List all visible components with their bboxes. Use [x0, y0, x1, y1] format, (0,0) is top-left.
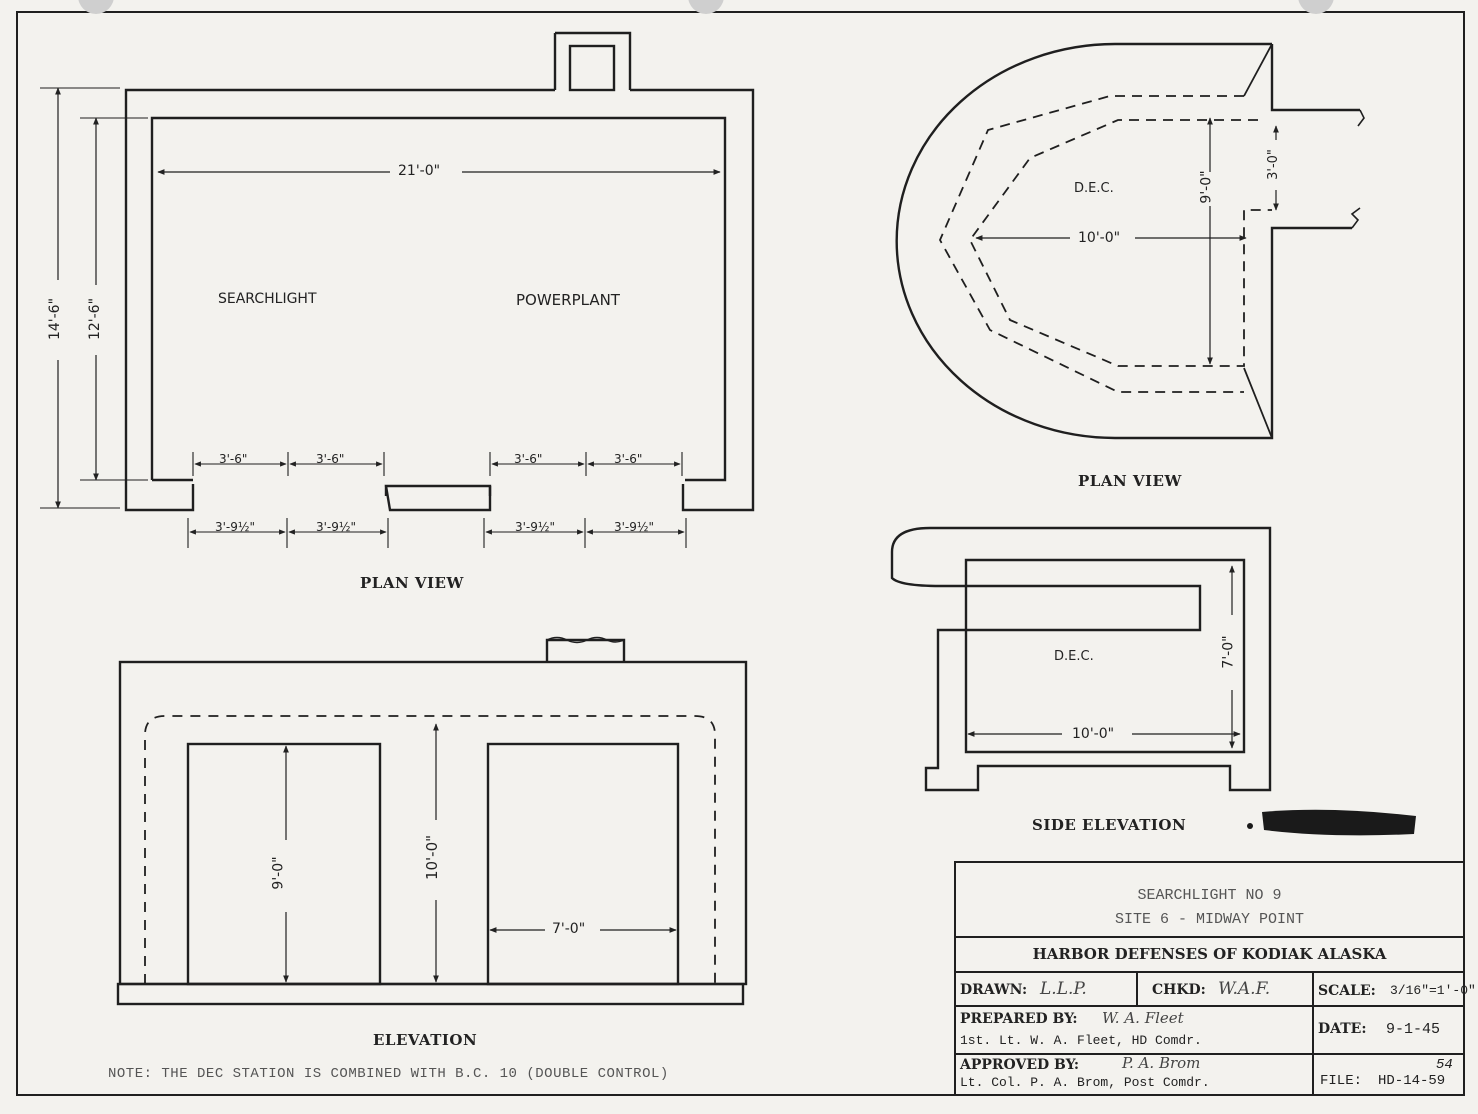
dim-door-outer-3: 3'-9½" — [515, 520, 556, 534]
plan-view-left-title: PLAN VIEW — [360, 574, 464, 592]
approved-name: Lt. Col. P. A. Brom, Post Comdr. — [960, 1075, 1210, 1090]
plan-view-dec-title: PLAN VIEW — [1078, 472, 1182, 490]
sheet-border — [16, 11, 1465, 1096]
dec-plan-label: D.E.C. — [1074, 181, 1114, 196]
elevation-view — [116, 636, 748, 1006]
side-elevation-view — [890, 526, 1416, 836]
dim-side-length: 10'-0" — [1072, 726, 1115, 742]
checked-label: CHKD: — [1152, 982, 1206, 998]
dim-width: 21'-0" — [398, 163, 441, 179]
scale-label: SCALE: — [1318, 983, 1376, 999]
binder-holes — [78, 0, 1334, 14]
dim-side-height: 7'-0" — [1220, 635, 1237, 669]
dim-door-outer-4: 3'-9½" — [614, 520, 655, 534]
dim-door-inner-3: 3'-6" — [514, 452, 543, 466]
checked-value: W.A.F. — [1218, 979, 1271, 999]
date-value: 9-1-45 — [1386, 1021, 1441, 1038]
dim-total-height: 10'-0" — [423, 834, 442, 881]
approved-signature: P. A. Brom — [1122, 1054, 1201, 1072]
side-elevation-title: SIDE ELEVATION — [1032, 816, 1187, 834]
dim-door-height: 9'-0" — [270, 856, 287, 890]
plan-view-left — [40, 31, 755, 548]
elevation-title: ELEVATION — [373, 1031, 478, 1049]
plan-view-dec — [895, 42, 1365, 440]
dim-door-inner-4: 3'-6" — [614, 452, 643, 466]
title-block-frame — [954, 861, 1465, 1096]
title-block-heading: HARBOR DEFENSES OF KODIAK ALASKA — [1032, 945, 1387, 963]
dim-dec-width: 9'-0" — [1198, 170, 1215, 204]
sheet-number: 54 — [1436, 1057, 1453, 1073]
dim-door-inner-2: 3'-6" — [316, 452, 345, 466]
room-label-searchlight: SEARCHLIGHT — [218, 291, 317, 307]
dim-outer-height: 14'-6" — [47, 297, 64, 341]
dim-dec-length: 10'-0" — [1078, 230, 1121, 246]
approved-label: APPROVED BY: — [960, 1057, 1080, 1073]
prepared-signature: W. A. Fleet — [1102, 1009, 1184, 1027]
drawn-value: L.L.P. — [1040, 979, 1087, 999]
drawing-note: NOTE: THE DEC STATION IS COMBINED WITH B… — [108, 1066, 669, 1082]
file-label: FILE: — [1320, 1073, 1363, 1089]
room-label-powerplant: POWERPLANT — [516, 291, 620, 309]
prepared-label: PREPARED BY: — [960, 1011, 1078, 1027]
title-block-line2: SITE 6 - MIDWAY POINT — [1114, 911, 1305, 928]
dim-inner-height: 12'-6" — [87, 297, 104, 341]
dim-door-inner-1: 3'-6" — [219, 452, 248, 466]
title-block-line1: SEARCHLIGHT NO 9 — [1137, 887, 1282, 904]
drawn-label: DRAWN: — [960, 982, 1028, 998]
date-label: DATE: — [1318, 1021, 1367, 1037]
dim-dec-entry: 3'-0" — [1265, 149, 1281, 180]
dim-door-width: 7'-0" — [552, 921, 586, 937]
dim-door-outer-2: 3'-9½" — [316, 520, 357, 534]
prepared-name: 1st. Lt. W. A. Fleet, HD Comdr. — [960, 1033, 1202, 1048]
file-value: HD-14-59 — [1378, 1073, 1446, 1089]
scale-value: 3/16"=1'-0" — [1390, 983, 1476, 998]
side-elev-label: D.E.C. — [1054, 649, 1094, 664]
dim-door-outer-1: 3'-9½" — [215, 520, 256, 534]
